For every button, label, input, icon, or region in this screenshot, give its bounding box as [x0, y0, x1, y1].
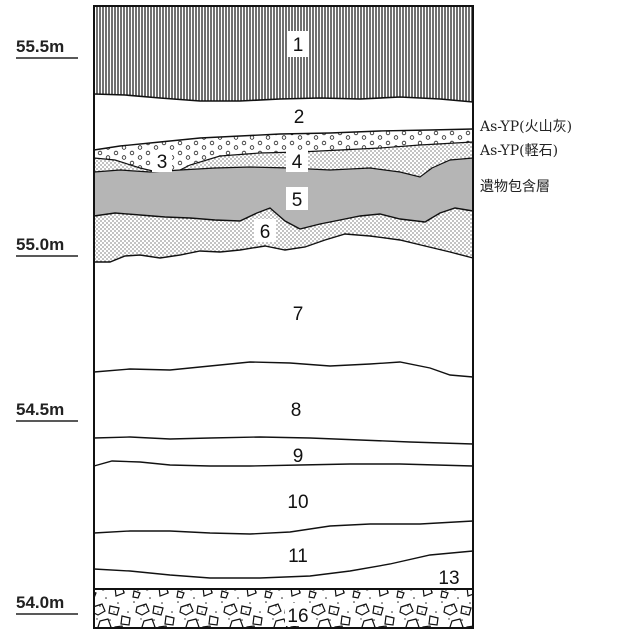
boundary-7-8 — [93, 361, 474, 378]
annotation-ash: As-YP(火山灰) — [479, 119, 572, 135]
boundary-5-6 — [93, 207, 474, 230]
layer-label-7: 7 — [293, 304, 304, 325]
layer-label-8: 8 — [291, 400, 302, 421]
layer-1-fill — [94, 6, 473, 102]
boundary-8-9 — [93, 436, 474, 445]
layer-label-9: 9 — [293, 446, 304, 467]
layer-16-fill — [94, 589, 473, 628]
boundary-6-7 — [94, 233, 474, 263]
layer-6-fill — [94, 208, 473, 262]
boundary-9-10 — [93, 460, 474, 467]
boundary-10-11 — [93, 520, 474, 535]
boundary-11-13 — [93, 550, 474, 579]
label-4-bg — [286, 150, 308, 172]
label-5-bg — [286, 187, 308, 210]
elevation-label-55-0: 55.0m — [16, 235, 64, 254]
layer-label-5: 5 — [292, 190, 303, 211]
boundary-2-3 — [93, 128, 474, 151]
layer-label-10: 10 — [287, 492, 308, 513]
layer-label-3: 3 — [157, 152, 168, 173]
layer-label-13: 13 — [438, 568, 459, 589]
layer-5-fill — [94, 158, 473, 229]
layer-label-4: 4 — [292, 152, 303, 173]
label-3-bg — [152, 150, 172, 172]
elevation-label-54-5: 54.5m — [16, 400, 64, 419]
layer-label-11: 11 — [288, 546, 308, 567]
annotation-pumice: As-YP(軽石) — [479, 143, 558, 159]
layer-label-16: 16 — [287, 606, 308, 627]
layer-label-6: 6 — [260, 222, 271, 243]
boundary-1-2 — [93, 93, 474, 103]
label-6-bg — [254, 219, 276, 242]
layer-4-fill — [94, 142, 473, 177]
boundary-3-4 — [93, 141, 474, 176]
elevation-label-54-0: 54.0m — [16, 593, 64, 612]
annotation-artifact-layer: 遺物包含層 — [480, 179, 550, 195]
layer-label-2: 2 — [294, 107, 305, 128]
layer-label-1: 1 — [293, 35, 304, 56]
section-frame — [93, 5, 474, 629]
elevation-label-55-5: 55.5m — [16, 37, 64, 56]
label-1-bg — [287, 31, 309, 57]
label-16-bg — [285, 603, 311, 626]
